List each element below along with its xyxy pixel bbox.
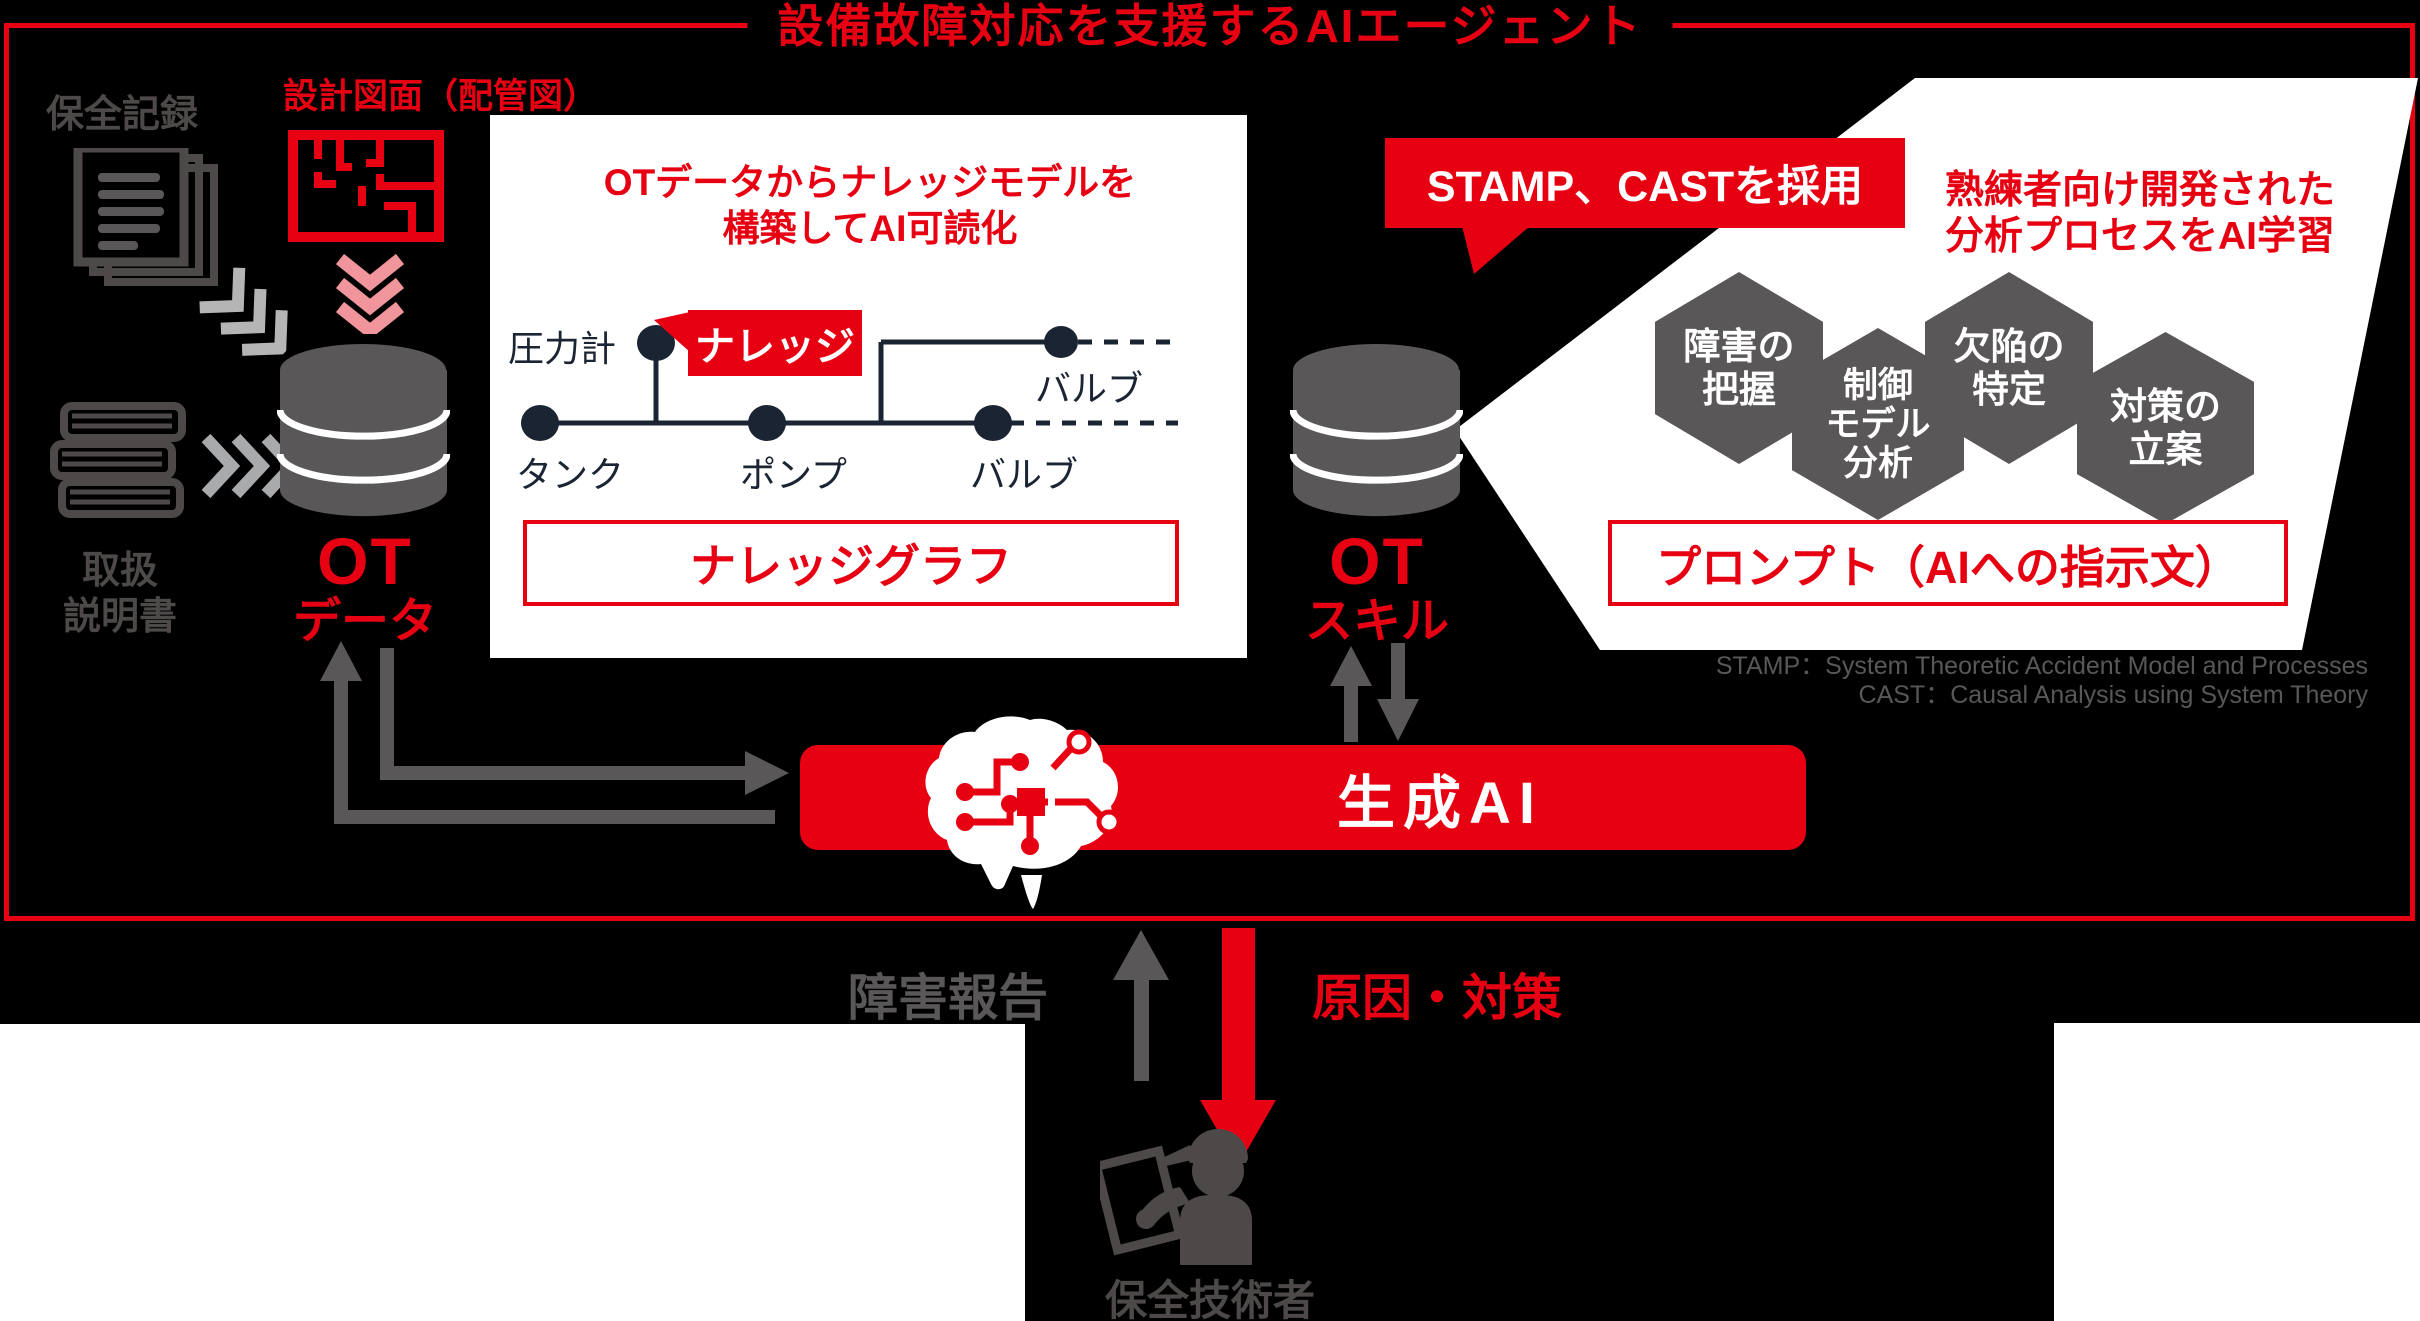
ot-skill-genai-exchange-arrows xyxy=(1320,640,1430,750)
maintenance-records-label: 保全記録 xyxy=(46,94,199,136)
ot-data-label: OT データ xyxy=(292,524,437,648)
prompt-caption-box: プロンプト（AIへの指示文） xyxy=(1608,520,2288,606)
ot-data-database-icon xyxy=(276,340,451,525)
ai-brain-icon xyxy=(905,710,1155,915)
piping-diagram-icon xyxy=(288,130,444,247)
graph-node-valve: バルブ xyxy=(970,454,1079,495)
background-block-right xyxy=(2054,1023,2420,1321)
knowledge-tag-tail xyxy=(654,312,690,352)
graph-node-valve-top: バルブ xyxy=(1035,368,1144,409)
failure-report-label: 障害報告 xyxy=(848,970,1048,1026)
manual-books-icon xyxy=(50,402,190,537)
background-block-left xyxy=(0,1024,1025,1321)
knowledge-panel-heading: OTデータからナレッジモデルを 構築してAI可読化 xyxy=(603,162,1137,249)
graph-node-pressure-gauge: 圧力計 xyxy=(508,328,617,369)
failure-report-up-arrow xyxy=(1108,928,1178,1088)
chevron-down-icon-red xyxy=(333,252,407,340)
maintenance-records-icon xyxy=(70,143,230,293)
maintenance-engineer-icon xyxy=(1091,1115,1300,1270)
manual-label: 取扱 説明書 xyxy=(62,550,177,638)
graph-node-pump: ポンプ xyxy=(740,454,847,495)
stamp-cast-bubble: STAMP、CASTを採用 xyxy=(1385,138,1905,228)
stamp-cast-footnotes: STAMP：System Theoretic Accident Model an… xyxy=(1715,652,2368,709)
diagram-title: 設備故障対応を支援するAIエージェント xyxy=(747,0,1673,52)
knowledge-graph-figure xyxy=(490,115,1247,663)
generative-ai-label: 生成AI xyxy=(1336,770,1543,836)
chevron-right-icon-diagonal xyxy=(183,258,308,383)
cause-countermeasure-down-arrow xyxy=(1198,928,1278,1173)
ot-skill-label: OT スキル xyxy=(1304,524,1449,648)
maintenance-engineer-label: 保全技術者 xyxy=(1104,1277,1315,1321)
ot-data-genai-loop-arrows xyxy=(300,625,820,840)
cause-countermeasure-label: 原因・対策 xyxy=(1312,970,1562,1026)
knowledge-tag: ナレッジ xyxy=(654,310,862,376)
ot-skill-database-icon xyxy=(1289,340,1464,525)
graph-node-tank: タンク xyxy=(516,454,625,495)
stamp-cast-bubble-tail xyxy=(1462,226,1530,274)
knowledge-graph-caption-box: ナレッジグラフ xyxy=(523,520,1179,606)
design-drawing-label: 設計図面（配管図） xyxy=(283,77,599,116)
skill-panel-heading: 熟練者向け開発された 分析プロセスをAI学習 xyxy=(1944,169,2335,258)
